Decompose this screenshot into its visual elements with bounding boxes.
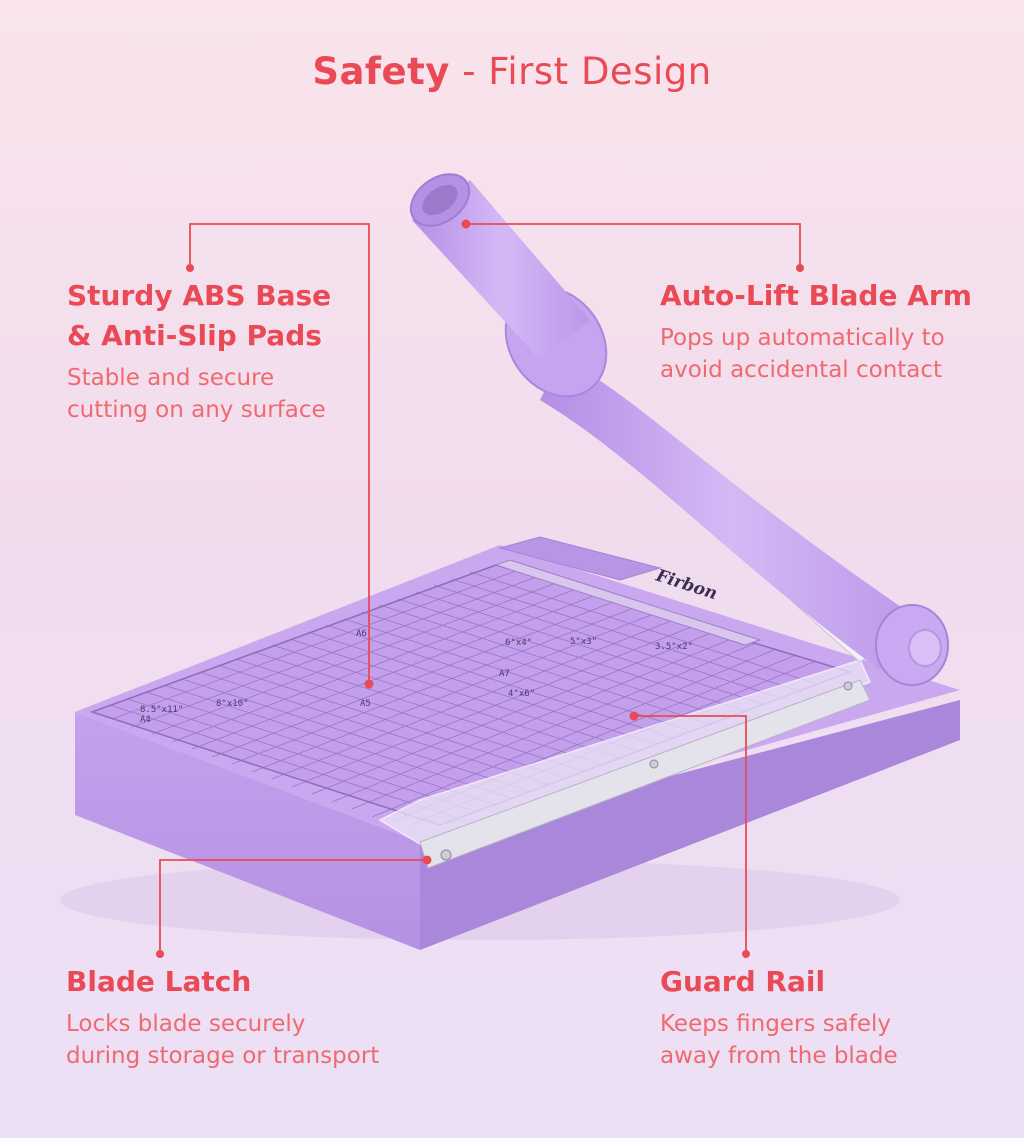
- title-rest: - First Design: [449, 50, 712, 93]
- screw-left: [440, 849, 452, 861]
- feature-base-desc-line2: cutting on any surface: [67, 397, 326, 423]
- feature-arm-title: Auto-Lift Blade Arm: [660, 279, 972, 312]
- grid-label-a6: A6: [356, 629, 367, 639]
- feature-rail: Guard Rail Keeps fingers safely away fro…: [660, 962, 898, 1072]
- feature-arm: Auto-Lift Blade Arm Pops up automaticall…: [660, 276, 972, 386]
- callout-line-rail: [634, 715, 747, 954]
- grid-label-a5: A5: [360, 699, 371, 709]
- feature-base: Sturdy ABS Base & Anti-Slip Pads Stable …: [67, 276, 331, 426]
- handle-tube: [412, 180, 590, 360]
- callout-line-arm: [466, 223, 801, 268]
- feature-latch-title: Blade Latch: [66, 965, 252, 998]
- grid-label-3-5x2: 3.5"x2": [655, 642, 693, 652]
- grid-label-a7: A7: [499, 669, 510, 679]
- feature-base-title-line1: Sturdy ABS Base: [67, 279, 332, 312]
- grid-label-a4: A4: [140, 715, 151, 725]
- feature-rail-title: Guard Rail: [660, 965, 826, 998]
- feature-base-desc: Stable and secure cutting on any surface: [67, 362, 331, 426]
- callout-dot-latch: [422, 855, 432, 865]
- handle-opening: [422, 184, 458, 216]
- grid-label-8x10: 8"x10": [216, 699, 249, 709]
- feature-latch-desc-line2: during storage or transport: [66, 1043, 380, 1069]
- title-strong: Safety: [312, 50, 450, 93]
- callout-line-latch: [159, 859, 427, 954]
- grid-label-6x4: 6"x4": [505, 638, 532, 648]
- pivot-cap: [908, 629, 942, 667]
- feature-latch-desc: Locks blade securely during storage or t…: [66, 1008, 379, 1072]
- base-side: [420, 700, 960, 950]
- screw-right: [843, 681, 853, 691]
- feature-arm-desc-line2: avoid accidental contact: [660, 357, 943, 383]
- callout-line-base: [189, 223, 370, 684]
- feature-base-title-line2: & Anti-Slip Pads: [67, 319, 322, 352]
- feature-latch: Blade Latch Locks blade securely during …: [66, 962, 379, 1072]
- feature-arm-desc-line1: Pops up automatically to: [660, 325, 945, 351]
- top-ruler: [494, 559, 762, 646]
- base-front: [75, 712, 420, 950]
- grid-label-letter: 8.5"x11": [140, 705, 183, 715]
- feature-base-title: Sturdy ABS Base & Anti-Slip Pads: [67, 276, 331, 356]
- feature-latch-desc-line1: Locks blade securely: [66, 1011, 306, 1037]
- feature-base-desc-line1: Stable and secure: [67, 365, 275, 391]
- feature-rail-desc-line2: away from the blade: [660, 1043, 898, 1069]
- grid-lines: [109, 570, 821, 825]
- callout-dot-arm: [461, 219, 471, 229]
- feature-rail-desc-line1: Keeps fingers safely: [660, 1011, 892, 1037]
- page-title: Safety - First Design: [0, 50, 1024, 93]
- blade-arm: [540, 360, 920, 670]
- callout-dot-arm-end: [796, 264, 804, 272]
- grid-labels: A4 8.5"x11" 8"x10" A5 A6 6"x4" 5"x3" 3.5…: [140, 629, 693, 725]
- callout-dot-rail-end: [742, 950, 750, 958]
- callout-dot-base: [364, 679, 374, 689]
- grid-label-4x6: 4"x6": [508, 689, 535, 699]
- feature-arm-desc: Pops up automatically to avoid accidenta…: [660, 322, 972, 386]
- feature-rail-desc: Keeps fingers safely away from the blade: [660, 1008, 898, 1072]
- screw-mid: [649, 759, 659, 769]
- callout-dot-rail: [629, 711, 639, 721]
- top-tray: [498, 536, 662, 581]
- grid-label-5x3: 5"x3": [570, 637, 597, 647]
- callout-dot-base-end: [186, 264, 194, 272]
- callout-dot-latch-end: [156, 950, 164, 958]
